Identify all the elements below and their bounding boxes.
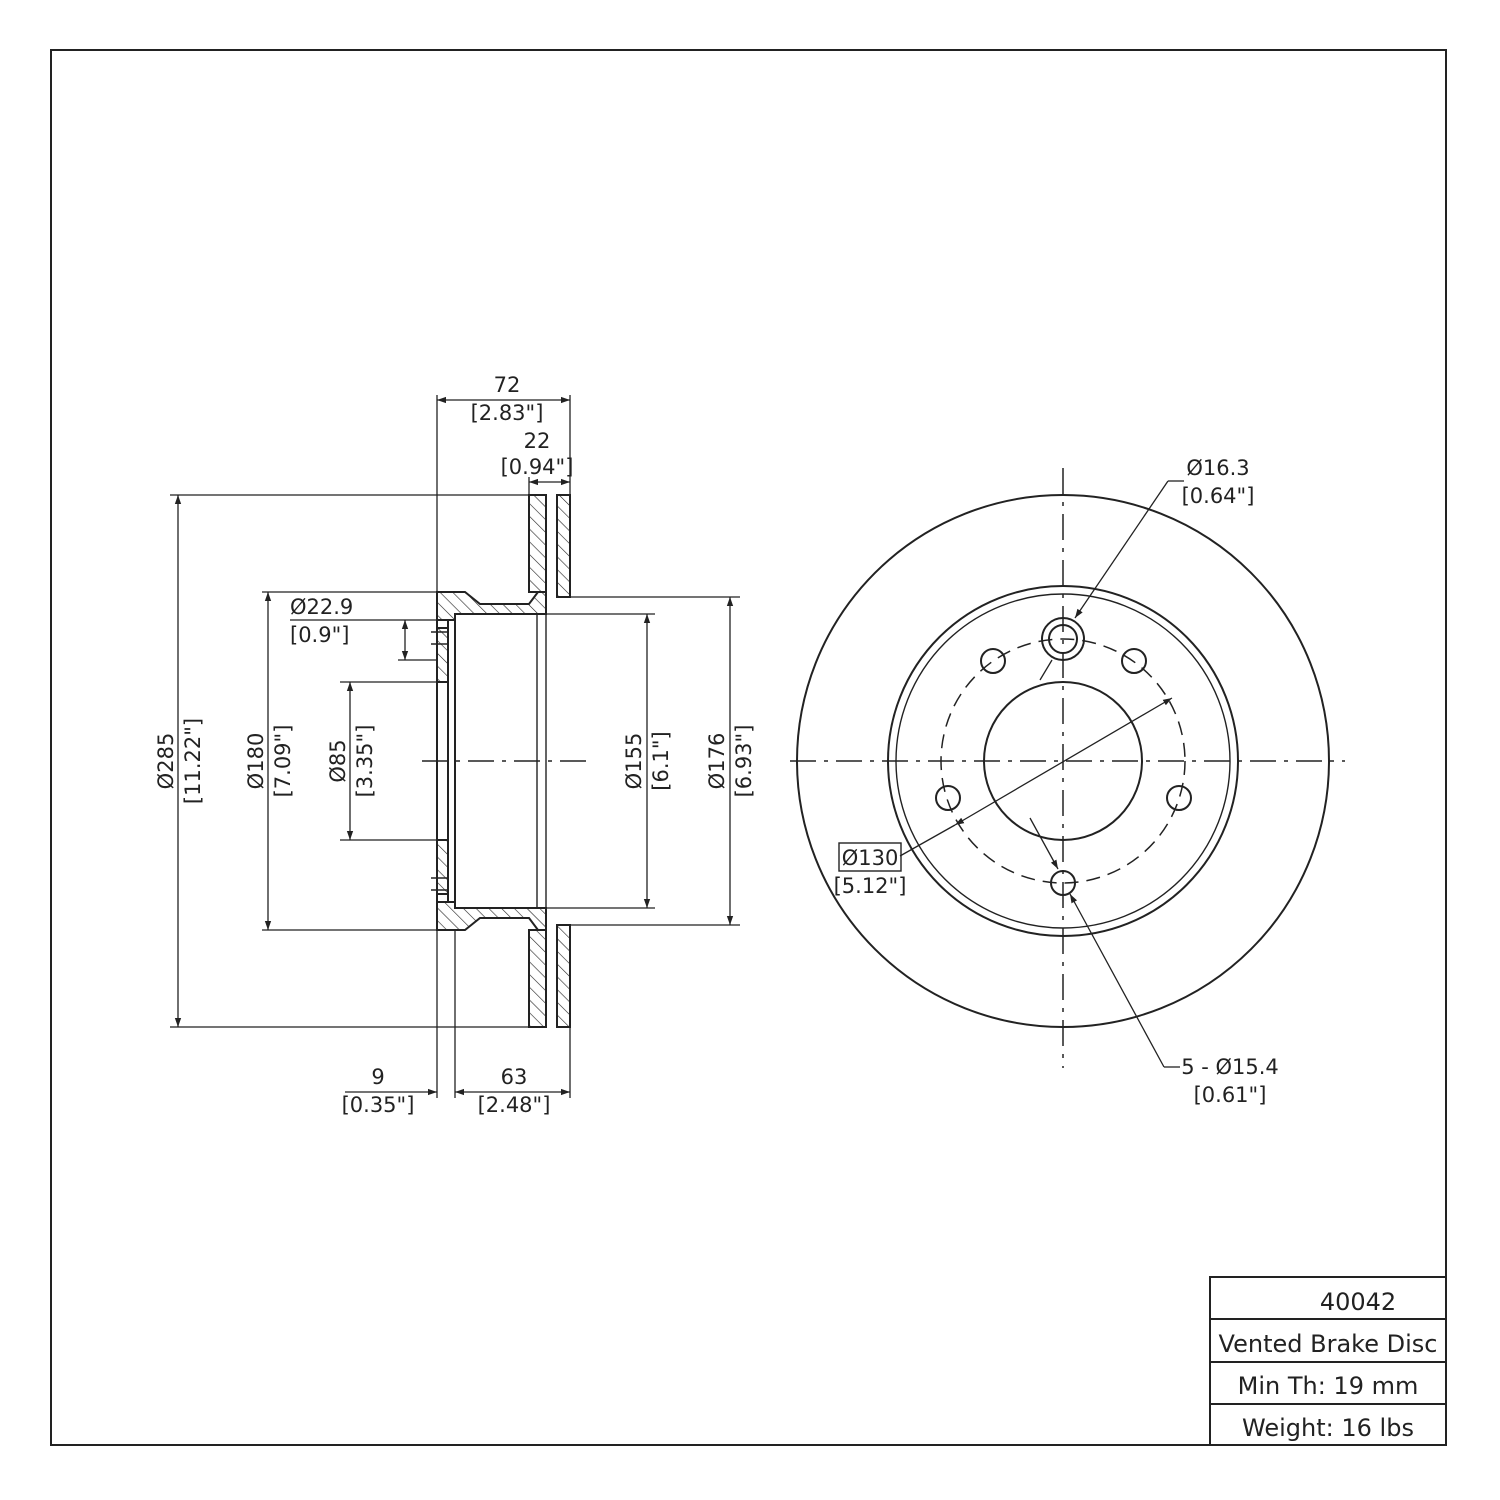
bolt-side-inch: [0.9"] [290,623,349,647]
front-view: Ø16.3 [0.64"] Ø130 [5.12"] 5 - Ø15.4 [0.… [790,456,1345,1107]
large-hole-inch: [0.64"] [1182,484,1255,508]
overall-width-mm: 72 [494,373,521,397]
outer-diameter-inch: [11.22"] [181,718,205,804]
hat-diameter-mm: Ø180 [244,733,268,790]
overall-width-inch: [2.83"] [471,401,544,425]
bolt-side-mm: Ø22.9 [290,595,353,619]
bolt-holes-mm: 5 - Ø15.4 [1181,1055,1279,1079]
inner-hat-inch: [6.1"] [649,731,673,790]
inner-surface-mm: Ø176 [705,733,729,790]
hat-height-inch: [2.48"] [478,1093,551,1117]
surface-width-mm: 22 [524,429,551,453]
part-description: Vented Brake Disc [1219,1330,1438,1358]
title-block: 40042 Vented Brake Disc Min Th: 19 mm We… [1209,1276,1447,1446]
hat-diameter-inch: [7.09"] [271,725,295,798]
section-view: 72 [2.83"] 22 [0.94"] Ø22.9 [0.9"] Ø285 … [154,373,756,1117]
surface-width-inch: [0.94"] [501,455,574,479]
hat-thickness-mm: 9 [371,1065,384,1089]
bolt-circle-mm: Ø130 [842,846,899,870]
inner-surface-inch: [6.93"] [732,725,756,798]
bolt-circle-inch: [5.12"] [834,874,907,898]
hat-thickness-inch: [0.35"] [342,1093,415,1117]
weight: Weight: 16 lbs [1242,1414,1414,1442]
bolt-holes-inch: [0.61"] [1194,1083,1267,1107]
center-bore-mm: Ø85 [326,739,350,782]
outer-diameter-mm: Ø285 [154,733,178,790]
center-bore-inch: [3.35"] [353,725,377,798]
part-number: 40042 [1320,1288,1396,1316]
hat-height-mm: 63 [501,1065,528,1089]
drawing-border [50,49,1447,1446]
min-thickness: Min Th: 19 mm [1238,1372,1419,1400]
inner-hat-mm: Ø155 [622,733,646,790]
large-hole-mm: Ø16.3 [1186,456,1249,480]
